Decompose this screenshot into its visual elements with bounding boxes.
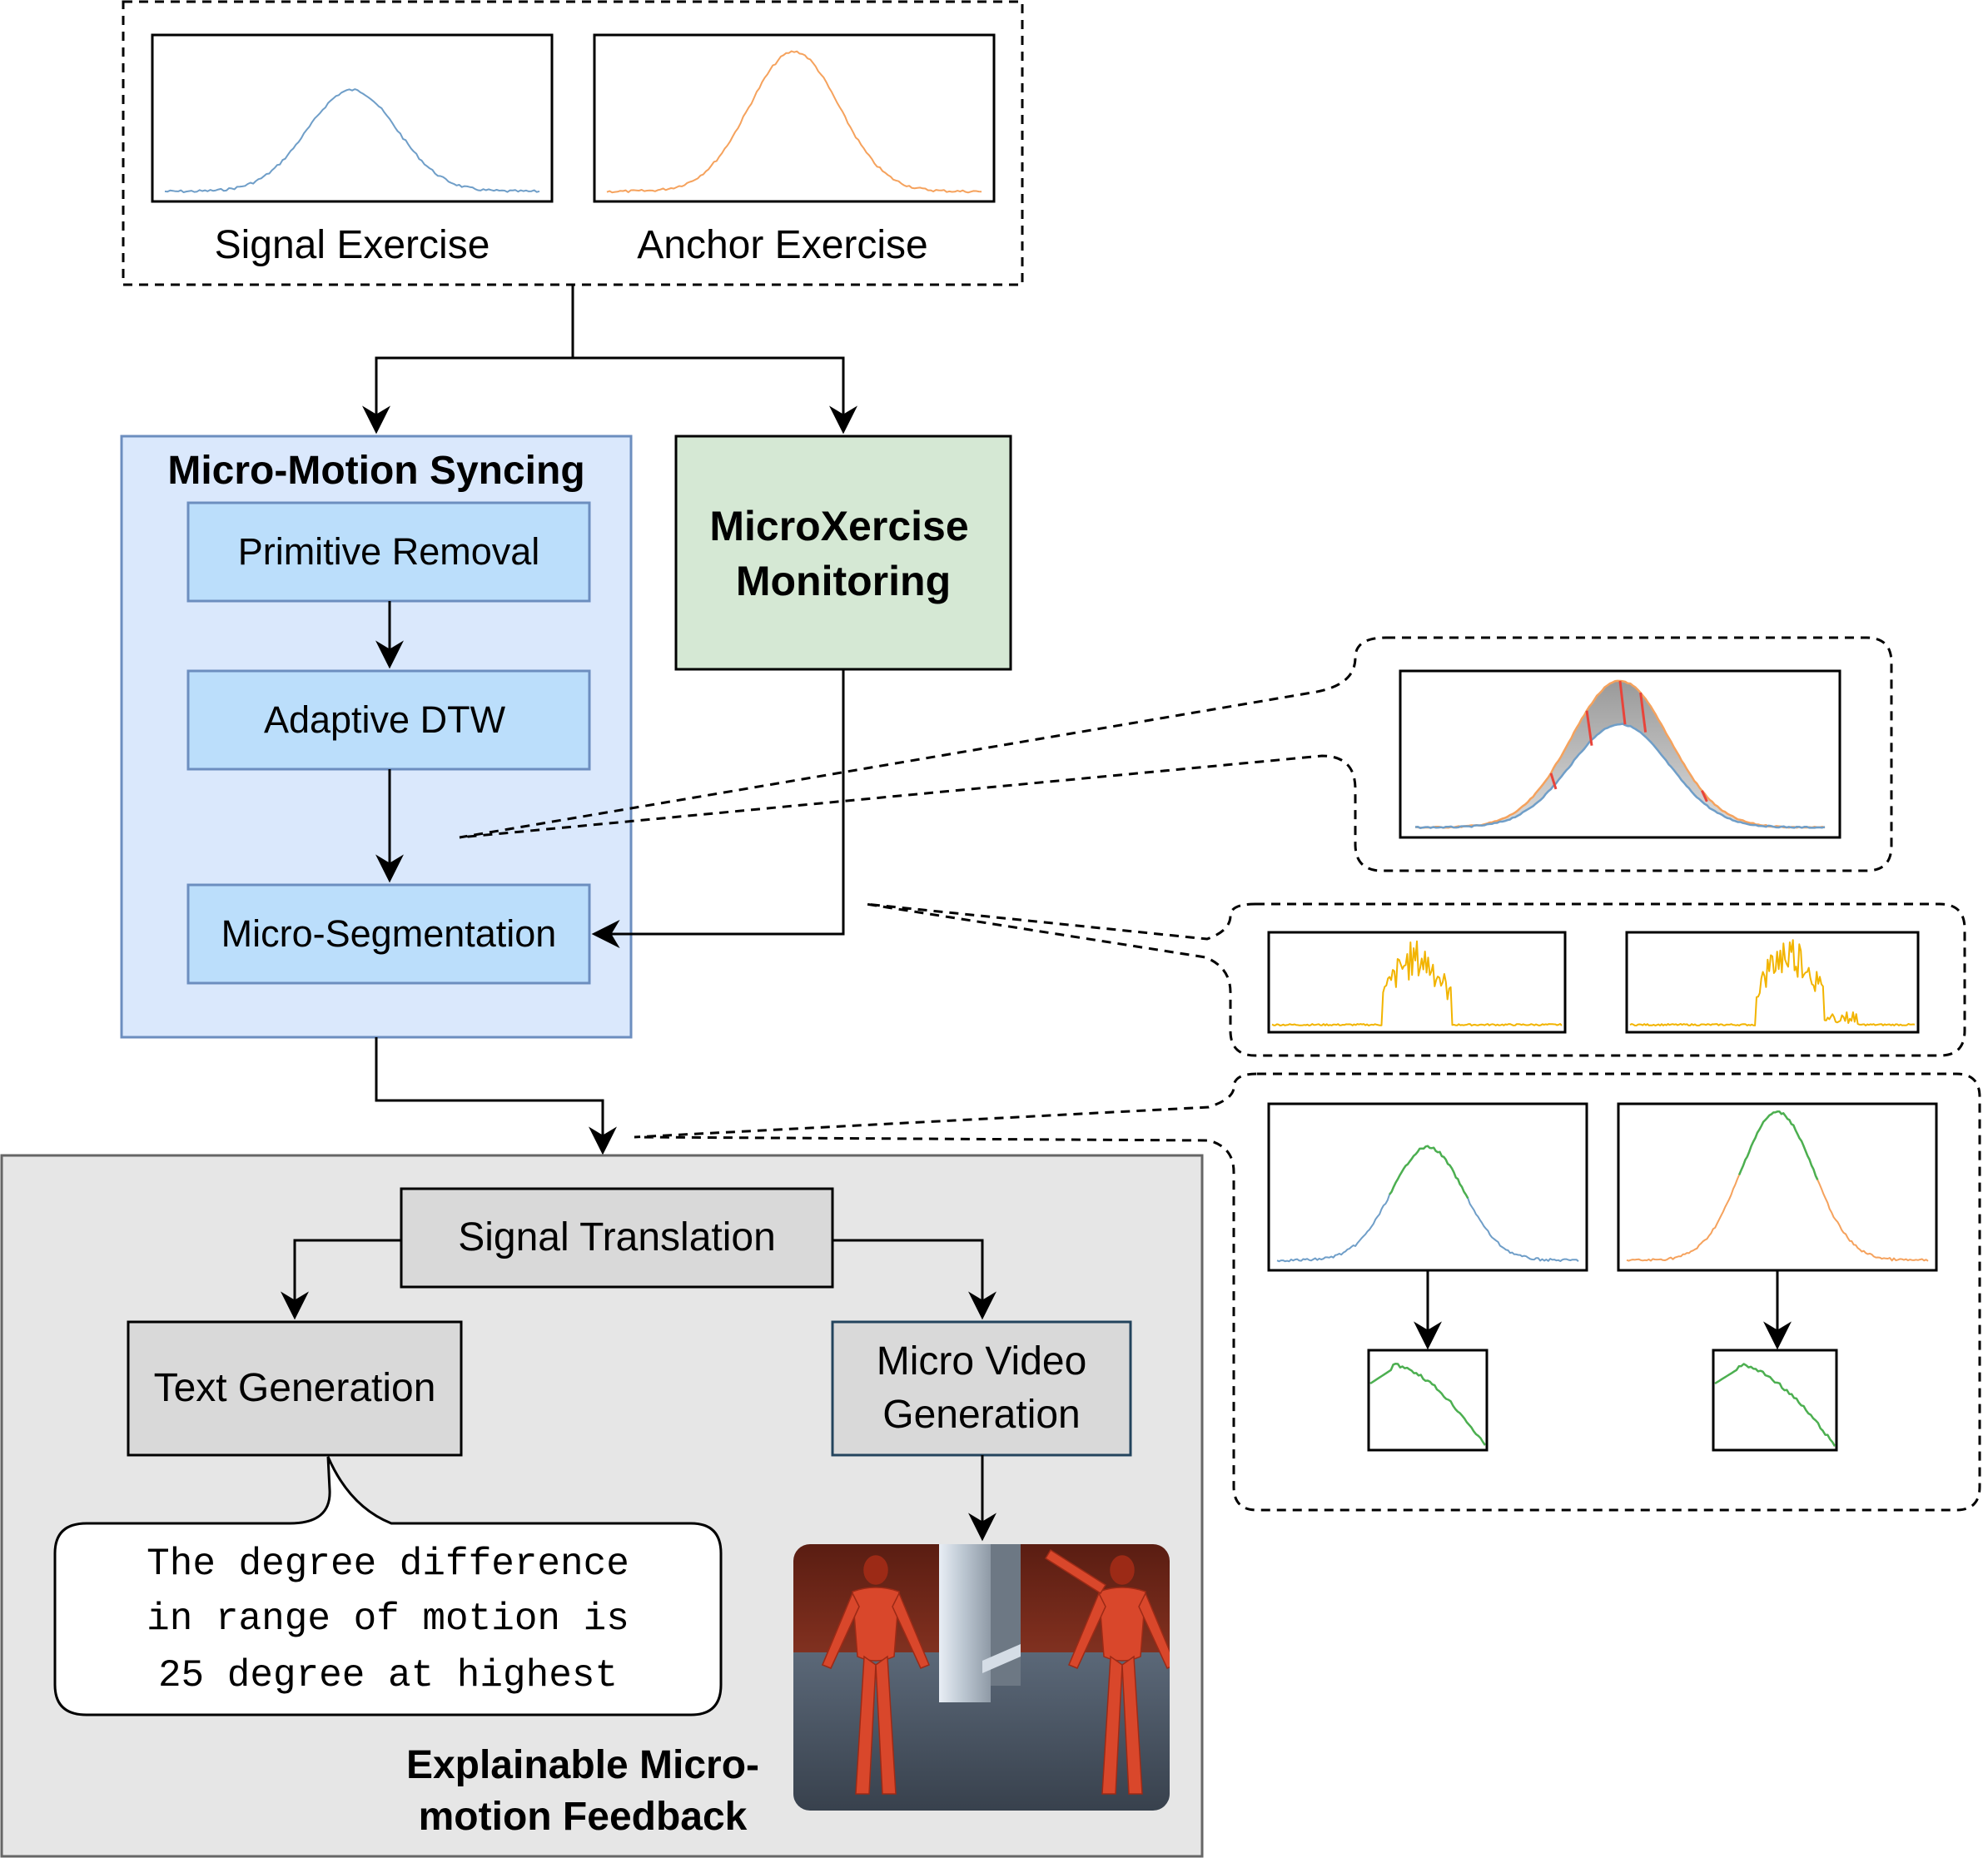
difference-plot-right (1625, 931, 1920, 1034)
arrow-input-to-syncing (362, 286, 574, 435)
dtw-warp-line-2 (1618, 680, 1627, 725)
matched-signal-match (1389, 1145, 1469, 1200)
speech-line-3: 25 degree at highest (157, 1653, 619, 1697)
segment-plot-right (1712, 1349, 1838, 1452)
dtw-callout-border (459, 636, 1893, 872)
avatar-figure-left (822, 1555, 930, 1795)
monitoring-block (674, 435, 1012, 671)
matched-anchor-match (1737, 1110, 1819, 1180)
segmentation-callout-border (865, 902, 1966, 1057)
micro-video-label-line1: Micro Video (876, 1339, 1087, 1384)
arrow-syncing-to-feedback (375, 1037, 617, 1155)
input-group-border (122, 0, 1024, 286)
matched-anchor-plot (1617, 1102, 1938, 1272)
monitoring-label-line1: MicroXercise (709, 502, 969, 549)
translation-callout-border (634, 1072, 1981, 1512)
arrow-translation-to-text (281, 1239, 401, 1320)
micro-segmentation-box (186, 883, 591, 985)
signal-exercise-plot (151, 33, 554, 203)
anchor-exercise-curve (606, 50, 982, 194)
micro-video-thumbnail (793, 1544, 1170, 1811)
speech-line-2: in range of motion is (147, 1597, 629, 1641)
anchor-exercise-plot (593, 33, 996, 203)
arrow-monitoring-to-segmentation (591, 669, 845, 948)
adaptive-dtw-label: Adaptive DTW (263, 698, 506, 741)
dtw-warp-line-4 (1701, 790, 1708, 802)
dtw-warp-line-0 (1549, 773, 1558, 790)
segment-curve-right (1714, 1363, 1836, 1448)
primitive-removal-label: Primitive Removal (237, 529, 540, 573)
speech-bubble (53, 1456, 723, 1716)
difference-curve-right (1629, 939, 1916, 1026)
signal-exercise-curve (164, 88, 540, 193)
text-generation-box (127, 1320, 463, 1457)
micro-video-box (831, 1320, 1132, 1457)
dtw-signal-curve (1414, 723, 1826, 829)
avatar-figure-right (1044, 1548, 1170, 1795)
dtw-warp-line-3 (1639, 692, 1648, 733)
signal-exercise-label: Signal Exercise (214, 222, 490, 267)
dtw-warp-line-1 (1585, 710, 1593, 746)
micro-segmentation-label: Micro-Segmentation (221, 912, 557, 955)
segment-curve-left (1369, 1362, 1487, 1446)
syncing-title: Micro-Motion Syncing (167, 448, 585, 493)
matched-signal-plot (1267, 1102, 1588, 1272)
text-generation-label: Text Generation (153, 1365, 436, 1410)
micro-video-label-line2: Generation (882, 1392, 1081, 1437)
speech-line-1: The degree difference (147, 1542, 629, 1586)
signal-translation-label: Signal Translation (458, 1215, 776, 1259)
feedback-title-line1: Explainable Micro- (405, 1742, 760, 1787)
monitoring-label-line2: Monitoring (735, 557, 952, 604)
arrow-input-to-monitoring (573, 356, 857, 435)
arrow-translation-to-video (832, 1239, 996, 1320)
anchor-exercise-label: Anchor Exercise (637, 222, 928, 267)
difference-curve-left (1271, 940, 1563, 1026)
feedback-title-line2: motion Feedback (418, 1794, 748, 1839)
dtw-warp-band (1415, 680, 1825, 828)
segment-plot-left (1367, 1349, 1489, 1452)
signal-translation-box (400, 1187, 834, 1289)
